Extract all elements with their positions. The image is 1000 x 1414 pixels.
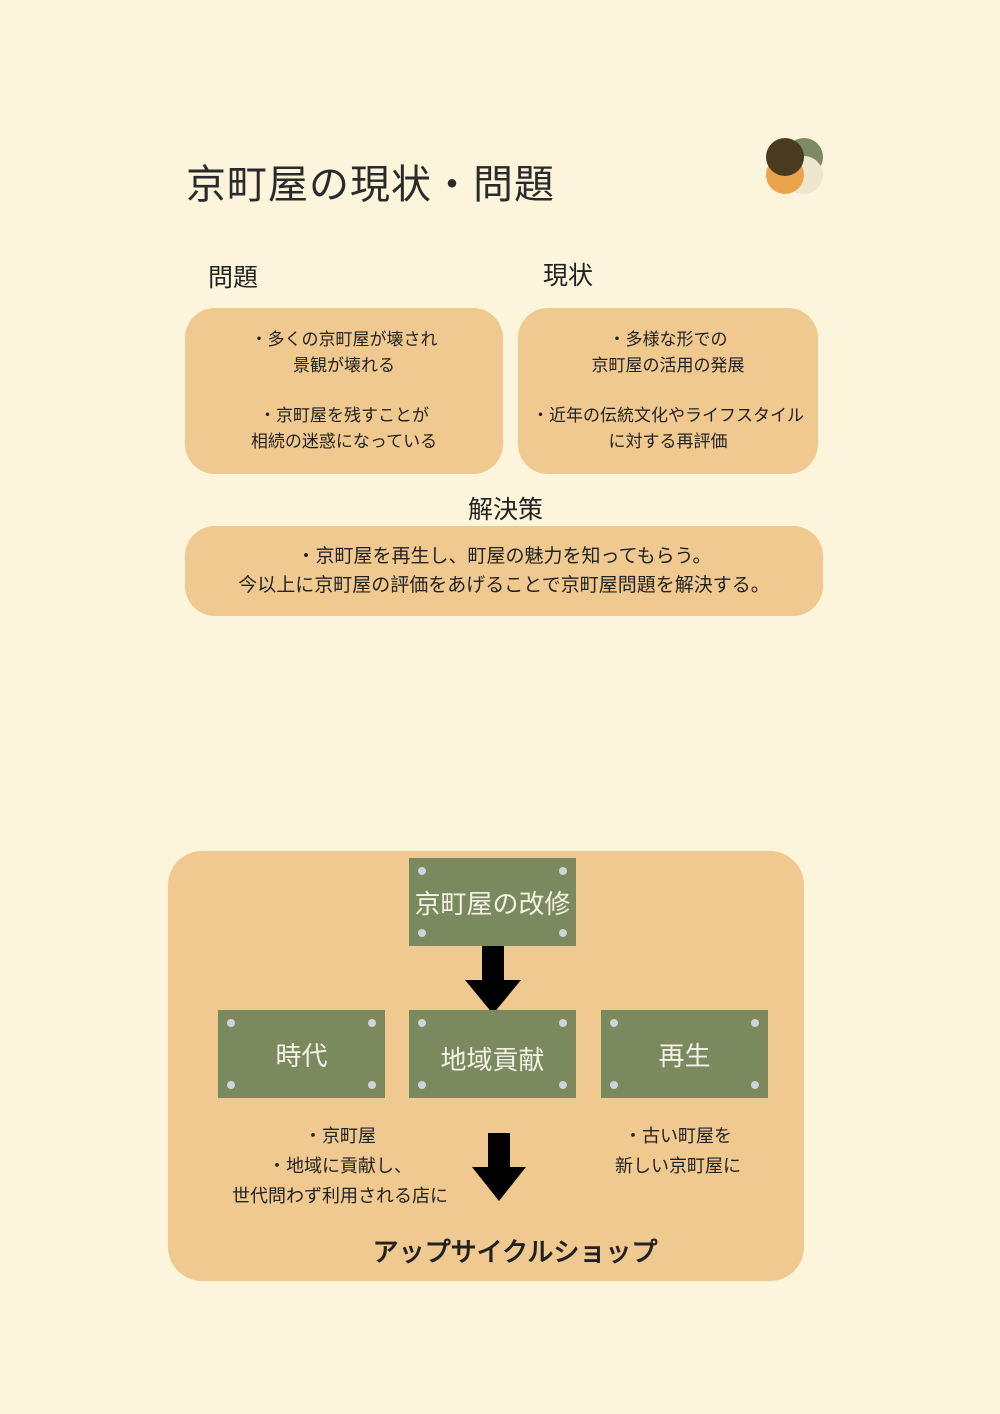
current-line: ・近年の伝統文化やライフスタイル (532, 406, 804, 426)
current-line: に対する再評価 (608, 432, 728, 452)
logo-circles-icon (764, 136, 828, 200)
plaque-label: 京町屋の改修 (414, 889, 571, 920)
note-line: ・京町屋 (304, 1126, 376, 1147)
solution-heading: 解決策 (468, 495, 544, 524)
solution-box: ・京町屋を再生し、町屋の魅力を知ってもらう。 今以上に京町屋の評価をあげることで… (185, 526, 823, 616)
page-title: 京町屋の現状・問題 (186, 162, 555, 208)
left-notes: ・京町屋 ・地域に貢献し、 世代問わず利用される店に (200, 1122, 480, 1212)
arrow-down-icon (472, 1133, 526, 1201)
plaque-community: 地域貢献 (409, 1010, 576, 1098)
problem-line: ・多くの京町屋が壊され (250, 330, 438, 350)
problem-line: 相続の迷惑になっている (250, 432, 438, 452)
note-line: ・地域に貢献し、 (268, 1156, 412, 1177)
current-box: ・多様な形での 京町屋の活用の発展 ・近年の伝統文化やライフスタイル に対する再… (518, 308, 818, 474)
current-heading: 現状 (543, 261, 594, 290)
result-label: アップサイクルショップ (372, 1238, 658, 1268)
current-line: ・多様な形での (608, 330, 728, 350)
current-line: 京町屋の活用の発展 (591, 356, 745, 376)
right-notes: ・古い町屋を 新しい京町屋に (588, 1122, 768, 1182)
problem-line: 景観が壊れる (293, 356, 395, 376)
note-line: ・古い町屋を (624, 1126, 732, 1147)
plaque-era: 時代 (218, 1010, 385, 1098)
problem-line: ・京町屋を残すことが (259, 406, 429, 426)
problems-heading: 問題 (208, 263, 259, 292)
problems-box: ・多くの京町屋が壊され 景観が壊れる ・京町屋を残すことが 相続の迷惑になってい… (185, 308, 503, 474)
plaque-label: 再生 (658, 1041, 711, 1072)
plaque-label: 地域貢献 (440, 1045, 545, 1076)
arrow-down-icon (465, 946, 521, 1014)
solution-line: 今以上に京町屋の評価をあげることで京町屋問題を解決する。 (238, 574, 770, 596)
plaque-renovation: 京町屋の改修 (409, 858, 576, 946)
note-line: 世代問わず利用される店に (232, 1186, 448, 1207)
solution-line: ・京町屋を再生し、町屋の魅力を知ってもらう。 (296, 545, 712, 567)
plaque-regeneration: 再生 (601, 1010, 768, 1098)
note-line: 新しい京町屋に (615, 1156, 741, 1177)
plaque-label: 時代 (275, 1041, 328, 1072)
